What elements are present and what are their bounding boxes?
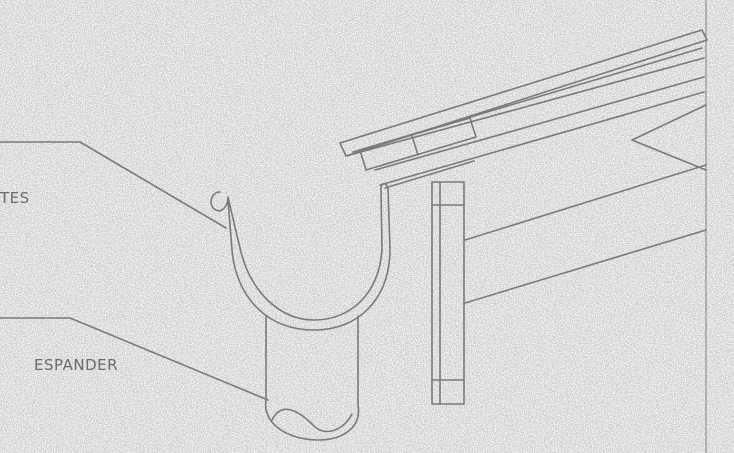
gutter [210,182,391,331]
gutter-outer [210,182,391,331]
roof-rafter [339,29,708,157]
roof-eave [339,0,708,453]
leader-lines [0,141,269,401]
downspout [264,315,360,441]
fascia-block [359,117,477,171]
downspout-leader [0,317,269,401]
gutter-label: TES [0,189,30,207]
downspout-label: ESPANDER [34,356,118,374]
vertical-post [431,181,465,405]
gutter-leader [0,141,227,229]
wall-framing [464,104,707,304]
